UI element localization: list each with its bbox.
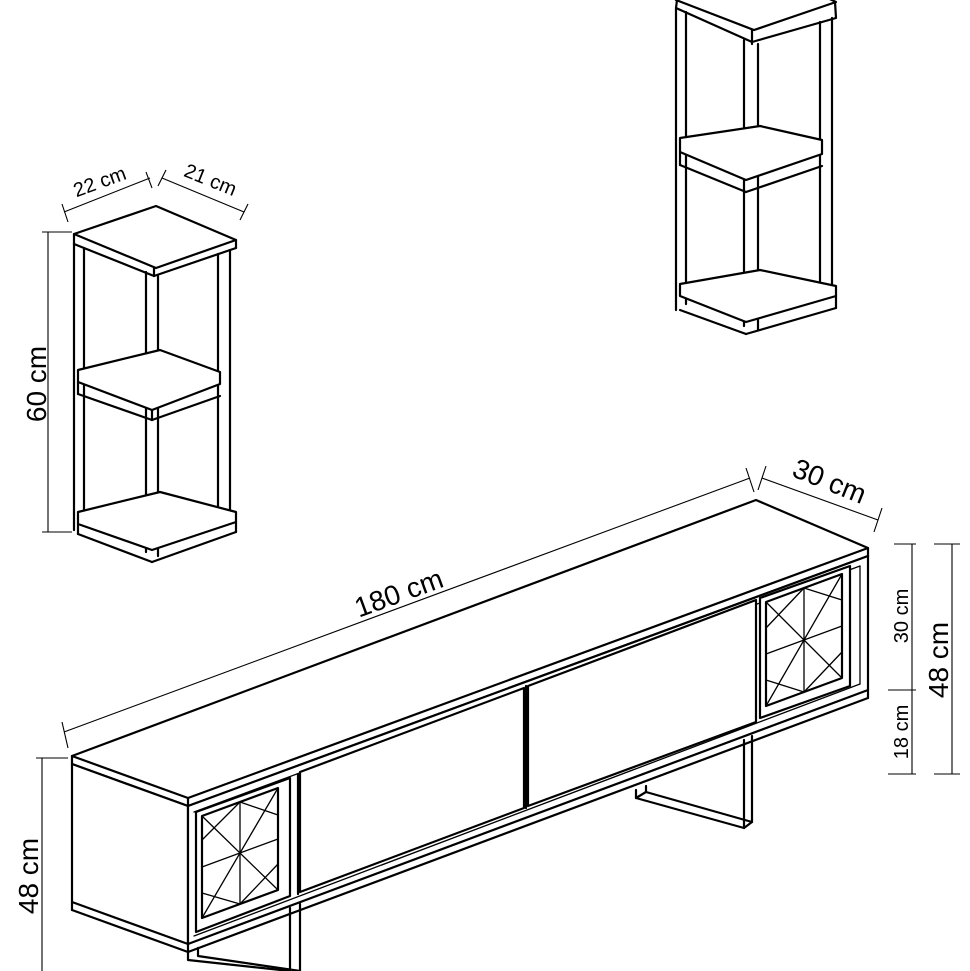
tv-unit-total-height-left-label: 48 cm — [13, 838, 44, 914]
small-unit-depth-label: 21 cm — [181, 160, 240, 201]
small-unit-height-label: 60 cm — [21, 346, 52, 422]
tv-unit-leg-height-label: 18 cm — [891, 705, 913, 759]
right-door-lattice — [765, 573, 843, 707]
tv-unit-depth-label: 30 cm — [788, 453, 870, 510]
tv-unit — [70, 498, 870, 971]
tv-unit-cabinet-height-label: 30 cm — [891, 589, 913, 643]
shelf-unit-right — [674, 0, 838, 336]
tv-unit-length-label: 180 cm — [350, 563, 447, 624]
left-door-lattice — [201, 787, 279, 919]
dimension-30-18cm: 30 cm 18 cm — [888, 543, 916, 775]
tv-unit-total-height-right-label: 48 cm — [923, 622, 954, 698]
shelf-unit-left — [72, 204, 238, 564]
dimension-48cm-right: 48 cm — [923, 543, 960, 775]
small-unit-width-label: 22 cm — [71, 163, 130, 202]
dimension-21cm: 21 cm — [157, 160, 249, 221]
dimension-48cm-left: 48 cm — [13, 757, 68, 971]
dimension-60cm: 60 cm — [21, 231, 72, 533]
